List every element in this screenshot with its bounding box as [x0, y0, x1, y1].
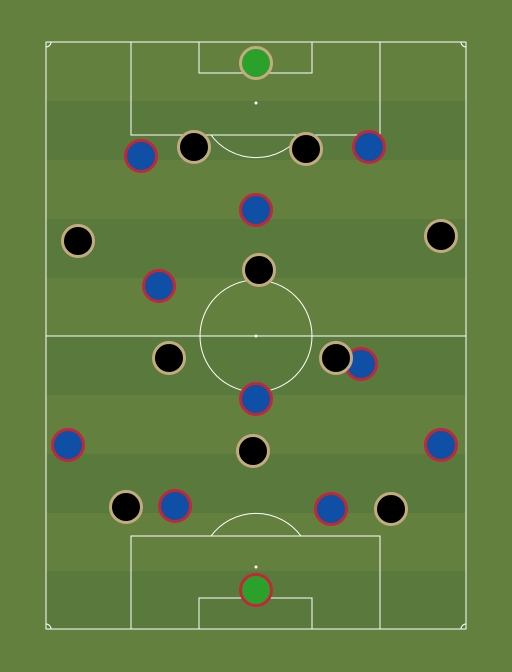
pitch-stripes — [46, 42, 466, 629]
corner-arc — [460, 623, 467, 630]
player-marker-blue-b9 — [158, 489, 192, 523]
corner-arc — [460, 41, 467, 48]
penalty-arc-bottom — [210, 512, 302, 537]
player-marker-blue-b4 — [142, 269, 176, 303]
player-marker-blue-gk-bottom — [239, 573, 273, 607]
player-marker-blue-b1 — [124, 139, 158, 173]
player-marker-black-k5 — [242, 253, 276, 287]
player-marker-black-k3 — [61, 224, 95, 258]
player-marker-blue-b2 — [352, 130, 386, 164]
corner-arc — [45, 41, 52, 48]
player-marker-blue-b6 — [239, 382, 273, 416]
player-marker-black-k4 — [424, 219, 458, 253]
player-marker-black-k8 — [236, 434, 270, 468]
players-layer — [51, 46, 458, 607]
player-marker-black-k1 — [177, 130, 211, 164]
corner-arc — [45, 623, 52, 630]
penalty-spot-top — [254, 101, 258, 105]
player-marker-black-gk-top — [239, 46, 273, 80]
centre-spot — [254, 334, 258, 338]
pitch-stripe — [46, 513, 466, 571]
penalty-spot-bottom — [254, 565, 258, 569]
pitch-stripe — [46, 101, 466, 160]
player-marker-black-k6 — [152, 341, 186, 375]
player-marker-black-k2 — [289, 132, 323, 166]
player-marker-black-k9 — [109, 490, 143, 524]
player-marker-blue-b3 — [239, 193, 273, 227]
player-marker-black-k10 — [374, 492, 408, 526]
player-marker-blue-b8 — [424, 428, 458, 462]
player-marker-blue-b7 — [51, 428, 85, 462]
pitch-stripe — [46, 278, 466, 336]
player-marker-black-k7 — [319, 341, 353, 375]
player-marker-blue-b10 — [314, 492, 348, 526]
